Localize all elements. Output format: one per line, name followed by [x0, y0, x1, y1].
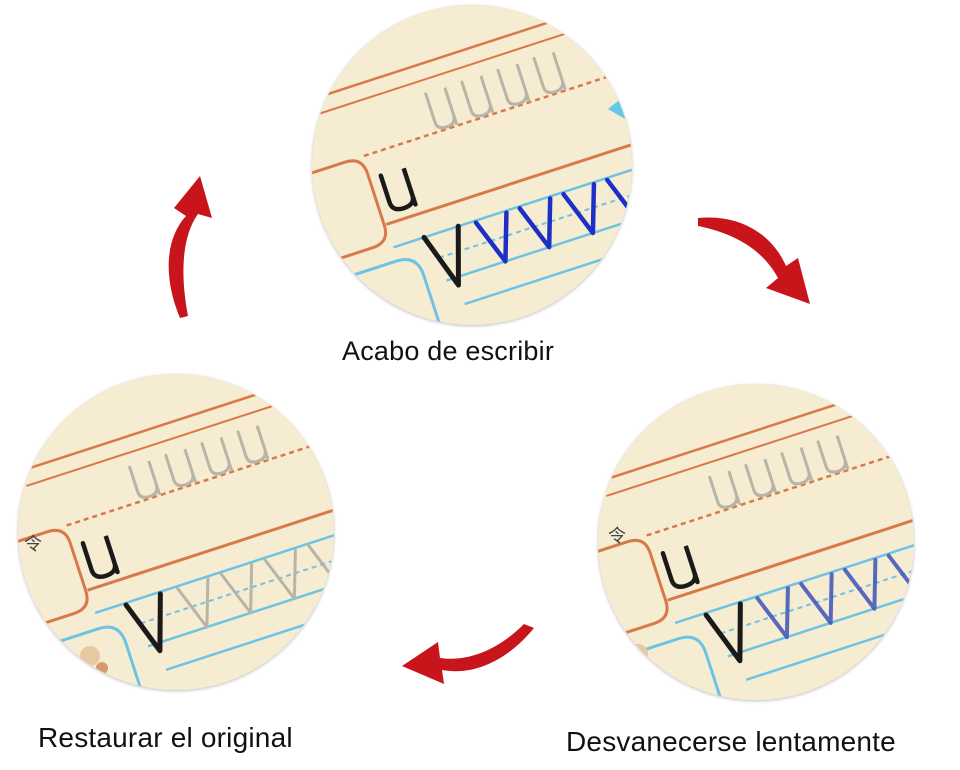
curved-arrow-icon: [402, 624, 534, 684]
caption-just-written: Acabo de escribir: [342, 336, 555, 366]
practice-sheet-illustration: [312, 5, 632, 325]
practice-sheet-illustration: 令: [18, 374, 334, 690]
curved-arrow-icon: [698, 217, 810, 304]
curved-arrow-icon: [168, 176, 212, 318]
caption-fading-slowly: Desvanecerse lentamente: [566, 726, 896, 757]
practice-sheet-illustration: 令: [598, 384, 914, 700]
step-image-fading-slowly: 令: [598, 384, 914, 700]
svg-text:令: 令: [608, 526, 626, 547]
svg-text:令: 令: [24, 534, 42, 555]
step-image-restored: 令: [18, 374, 334, 690]
caption-restored: Restaurar el original: [38, 722, 293, 753]
step-image-just-written: [312, 5, 632, 325]
